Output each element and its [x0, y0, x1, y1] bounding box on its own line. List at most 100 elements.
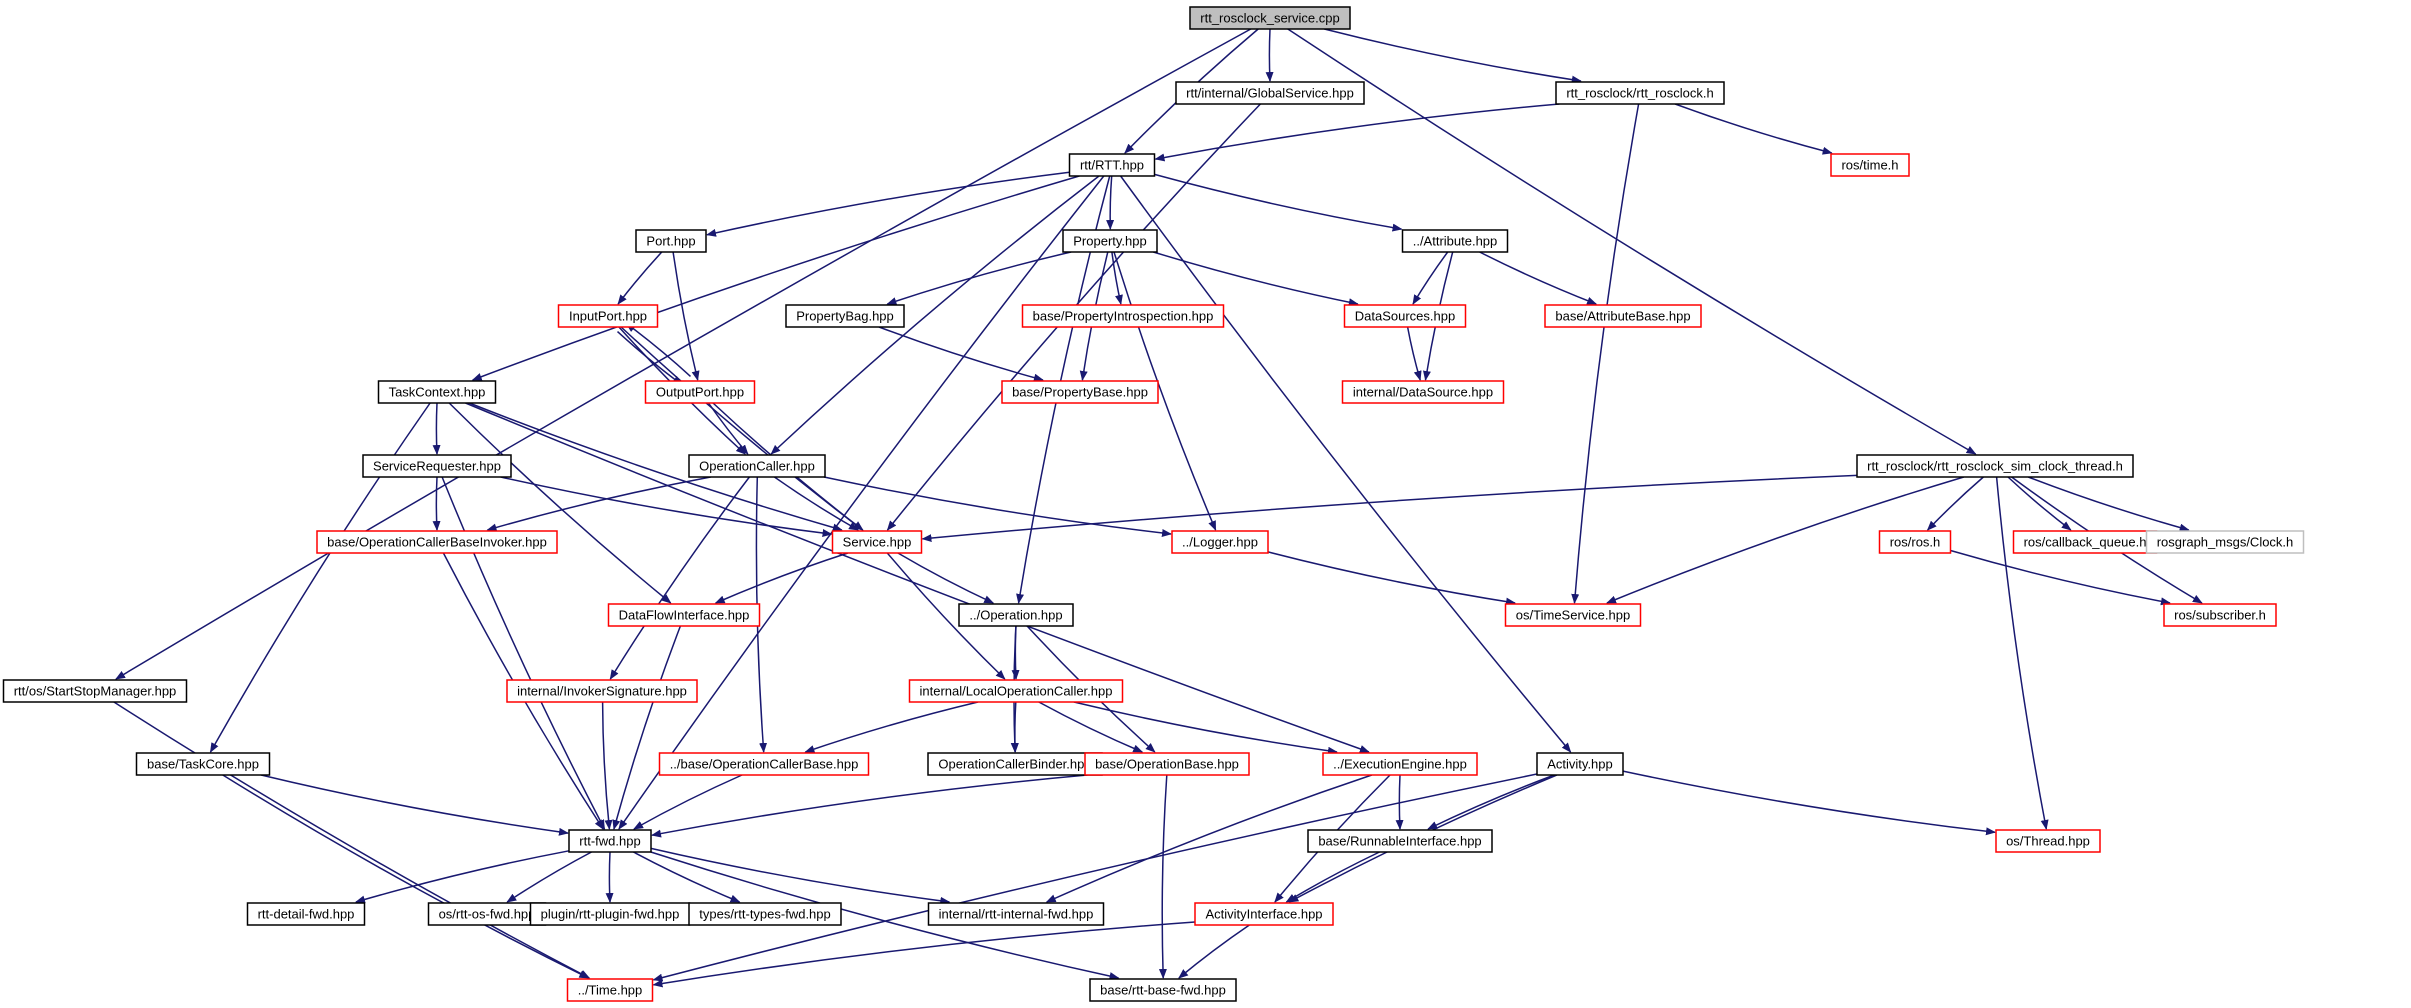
- node-os-rtt-os-fwd-hpp[interactable]: os/rtt-os-fwd.hpp: [427, 902, 547, 926]
- node-rtt-internal-globalservice-hpp[interactable]: rtt/internal/GlobalService.hpp: [1175, 81, 1365, 105]
- node-box: [1401, 229, 1509, 253]
- node-base-propertyintrospection-hpp[interactable]: base/PropertyIntrospection.hpp: [1021, 304, 1225, 328]
- node-label: types/rtt-types-fwd.hpp: [699, 907, 831, 922]
- node-os-thread-hpp[interactable]: os/Thread.hpp: [1995, 829, 2101, 853]
- node-operation-hpp[interactable]: ../Operation.hpp: [958, 603, 1074, 627]
- node-base-attributebase-hpp[interactable]: base/AttributeBase.hpp: [1544, 304, 1702, 328]
- node-base-rtt-base-fwd-hpp[interactable]: base/rtt-base-fwd.hpp: [1089, 978, 1237, 1002]
- edge-n31-to-n39: [601, 701, 613, 830]
- node-label: base/OperationBase.hpp: [1095, 757, 1239, 772]
- node-dataflowinterface-hpp[interactable]: DataFlowInterface.hpp: [607, 603, 761, 627]
- node-ros-time-h[interactable]: ros/time.h: [1830, 153, 1910, 177]
- node-time-hpp[interactable]: ../Time.hpp: [566, 978, 654, 1002]
- node-label: Property.hpp: [1073, 234, 1146, 249]
- edge-n30-to-n48: [113, 701, 591, 979]
- node-label: ActivityInterface.hpp: [1205, 907, 1322, 922]
- node-base-taskcore-hpp[interactable]: base/TaskCore.hpp: [135, 752, 271, 776]
- edge-n37-to-n46: [1045, 774, 1373, 903]
- node-os-timeservice-hpp[interactable]: os/TimeService.hpp: [1504, 603, 1642, 627]
- node-label: rtt/RTT.hpp: [1080, 158, 1144, 173]
- edge-n39-to-n49: [650, 851, 1120, 980]
- edge-n2-to-n28: [1571, 103, 1640, 604]
- node-base-operationbase-hpp[interactable]: base/OperationBase.hpp: [1084, 752, 1250, 776]
- node-rtt-rosclock-rtt-rosclock-h[interactable]: rtt_rosclock/rtt_rosclock.h: [1555, 81, 1725, 105]
- node-base-operationcallerbaseinvoker-hpp[interactable]: base/OperationCallerBaseInvoker.hpp: [316, 530, 558, 554]
- node-rtt-rosclock-rtt-rosclock-sim-clock-thread-h[interactable]: rtt_rosclock/rtt_rosclock_sim_clock_thre…: [1856, 454, 2134, 478]
- node-box: [1995, 829, 2101, 853]
- node-taskcontext-hpp[interactable]: TaskContext.hpp: [377, 380, 497, 404]
- node-label: ros/time.h: [1841, 158, 1898, 173]
- node-plugin-rtt-plugin-fwd-hpp[interactable]: plugin/rtt-plugin-fwd.hpp: [529, 902, 691, 926]
- node-inputport-hpp[interactable]: InputPort.hpp: [557, 304, 659, 328]
- node-rtt-os-startstopmanager-hpp[interactable]: rtt/os/StartStopManager.hpp: [2, 679, 188, 703]
- edge-n6-to-n10: [1111, 251, 1123, 305]
- node-attribute-hpp[interactable]: ../Attribute.hpp: [1401, 229, 1509, 253]
- node-rtt-rtt-hpp[interactable]: rtt/RTT.hpp: [1068, 153, 1156, 177]
- edge-n40-to-n47: [1285, 851, 1380, 903]
- node-activityinterface-hpp[interactable]: ActivityInterface.hpp: [1194, 902, 1334, 926]
- node-activity-hpp[interactable]: Activity.hpp: [1536, 752, 1624, 776]
- node-operationcaller-hpp[interactable]: OperationCaller.hpp: [688, 454, 826, 478]
- node-ros-subscriber-h[interactable]: ros/subscriber.h: [2163, 603, 2277, 627]
- edge-n34-to-n39: [633, 774, 743, 830]
- node-types-rtt-types-fwd-hpp[interactable]: types/rtt-types-fwd.hpp: [688, 902, 842, 926]
- node-outputport-hpp[interactable]: OutputPort.hpp: [644, 380, 756, 404]
- node-rosgraph-msgs-clock-h[interactable]: rosgraph_msgs/Clock.h: [2145, 530, 2305, 554]
- node-port-hpp[interactable]: Port.hpp: [635, 229, 707, 253]
- edge-n18-to-n21: [773, 476, 859, 531]
- node-base-propertybase-hpp[interactable]: base/PropertyBase.hpp: [1001, 380, 1159, 404]
- node-servicerequester-hpp[interactable]: ServiceRequester.hpp: [362, 454, 512, 478]
- edge-n38-to-n40: [1427, 774, 1555, 830]
- node-base-operationcallerbase-hpp[interactable]: ../base/OperationCallerBase.hpp: [658, 752, 870, 776]
- node-label: DataFlowInterface.hpp: [619, 608, 750, 623]
- node-rtt-detail-fwd-hpp[interactable]: rtt-detail-fwd.hpp: [246, 902, 366, 926]
- node-label: base/AttributeBase.hpp: [1555, 309, 1690, 324]
- node-property-hpp[interactable]: Property.hpp: [1062, 229, 1158, 253]
- node-service-hpp[interactable]: Service.hpp: [831, 530, 923, 554]
- node-label: rtt_rosclock/rtt_rosclock_sim_clock_thre…: [1867, 459, 2123, 474]
- edge-n3-to-n18: [770, 175, 1100, 455]
- edge-n21-to-n27: [897, 552, 995, 604]
- node-base-runnableinterface-hpp[interactable]: base/RunnableInterface.hpp: [1307, 829, 1493, 853]
- node-internal-datasource-hpp[interactable]: internal/DataSource.hpp: [1341, 380, 1505, 404]
- node-internal-rtt-internal-fwd-hpp[interactable]: internal/rtt-internal-fwd.hpp: [927, 902, 1105, 926]
- edge-n13-to-n17: [432, 402, 441, 455]
- edge-n39-to-n42: [355, 850, 570, 904]
- node-box: [1504, 603, 1642, 627]
- node-box: [908, 679, 1124, 703]
- node-logger-hpp[interactable]: ../Logger.hpp: [1171, 530, 1269, 554]
- node-label: ../Operation.hpp: [969, 608, 1062, 623]
- node-datasources-hpp[interactable]: DataSources.hpp: [1343, 304, 1467, 328]
- edge-n26-to-n39: [612, 625, 682, 830]
- node-ros-ros-h[interactable]: ros/ros.h: [1878, 530, 1952, 554]
- node-rtt-rosclock-service-cpp[interactable]: rtt_rosclock_service.cpp: [1189, 6, 1351, 30]
- edge-n17-to-n39: [441, 476, 606, 830]
- edge-n6-to-n11: [1153, 251, 1359, 307]
- edge-n17-to-n20: [432, 476, 441, 531]
- edge-n23-to-n29: [1950, 549, 2171, 606]
- edge-n7-to-n11: [1412, 251, 1449, 305]
- edge-n3-to-n13: [471, 175, 1080, 381]
- node-label: plugin/rtt-plugin-fwd.hpp: [541, 907, 680, 922]
- edge-n22-to-n28: [1267, 551, 1516, 606]
- node-operationcallerbinder-hpp[interactable]: OperationCallerBinder.hpp: [927, 752, 1103, 776]
- node-box: [1555, 81, 1725, 105]
- node-box: [246, 902, 366, 926]
- edge-n9-to-n15: [878, 326, 1044, 382]
- node-rtt-fwd-hpp[interactable]: rtt-fwd.hpp: [568, 829, 652, 853]
- node-internal-localoperationcaller-hpp[interactable]: internal/LocalOperationCaller.hpp: [908, 679, 1124, 703]
- node-label: OperationCaller.hpp: [699, 459, 815, 474]
- edge-n47-to-n48: [652, 921, 1196, 988]
- node-executionengine-hpp[interactable]: ../ExecutionEngine.hpp: [1322, 752, 1478, 776]
- edge-n13-to-n26: [448, 402, 672, 604]
- node-propertybag-hpp[interactable]: PropertyBag.hpp: [785, 304, 905, 328]
- edge-n32-to-n37: [1073, 701, 1338, 755]
- node-label: ros/subscriber.h: [2174, 608, 2266, 623]
- edge-n2-to-n4: [1674, 103, 1833, 155]
- edge-n6-to-n9: [886, 251, 1072, 305]
- node-ros-callback-queue-h[interactable]: ros/callback_queue.h: [2012, 530, 2158, 554]
- node-box: [568, 829, 652, 853]
- node-label: ../base/OperationCallerBase.hpp: [670, 757, 859, 772]
- node-internal-invokersignature-hpp[interactable]: internal/InvokerSignature.hpp: [506, 679, 698, 703]
- node-label: base/rtt-base-fwd.hpp: [1100, 983, 1226, 998]
